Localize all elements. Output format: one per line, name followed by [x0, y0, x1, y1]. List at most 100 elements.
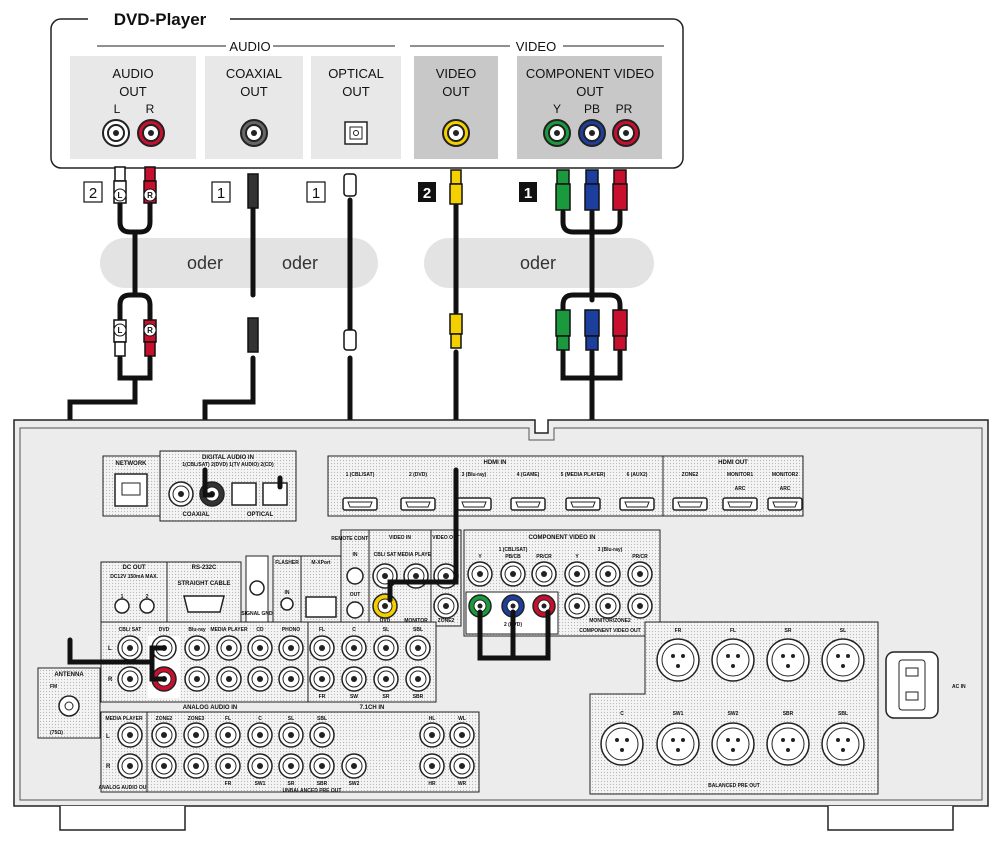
svg-text:3 (Blu-ray): 3 (Blu-ray)	[462, 472, 487, 478]
analog-out-media-l[interactable]	[117, 722, 143, 748]
svg-text:WR: WR	[458, 781, 467, 787]
hdmi-in-4[interactable]	[510, 497, 546, 511]
analog-in-cd-r[interactable]	[247, 666, 273, 692]
analog-in-media-l[interactable]	[216, 635, 242, 661]
mxport-connector[interactable]	[305, 596, 337, 618]
balanced-sw2[interactable]	[711, 722, 755, 766]
ch71-sbl-jack[interactable]	[405, 635, 431, 661]
comp-pr-label: PR	[616, 102, 633, 116]
comp-in3-y-jack[interactable]	[564, 561, 590, 587]
svg-text:STRAIGHT CABLE: STRAIGHT CABLE	[178, 581, 231, 587]
pre-zone2-l[interactable]	[151, 722, 177, 748]
oder-label-3: oder	[520, 253, 556, 273]
pre-sw1[interactable]	[247, 753, 273, 779]
analog-in-cd-l[interactable]	[247, 635, 273, 661]
dc-out-2[interactable]	[139, 598, 155, 614]
hdmi-out-monitor1[interactable]	[722, 497, 758, 511]
comp-in1-pr-jack[interactable]	[531, 561, 557, 587]
dc-out-1[interactable]	[114, 598, 130, 614]
ch71-sw-jack[interactable]	[341, 666, 367, 692]
comp-in1-pb-jack[interactable]	[500, 561, 526, 587]
balanced-sl[interactable]	[821, 638, 865, 682]
pre-zone2-r[interactable]	[151, 753, 177, 779]
ch71-sbr-jack[interactable]	[405, 666, 431, 692]
hdmi-in-1[interactable]	[342, 497, 378, 511]
comp-in2-pr-jack[interactable]	[532, 594, 556, 618]
optical-in-2-jack[interactable]	[262, 482, 288, 506]
coaxial-in-1-jack[interactable]	[168, 481, 194, 507]
ch71-in-label: 7.1CH IN	[360, 705, 385, 711]
ch71-fr-jack[interactable]	[309, 666, 335, 692]
balanced-fl[interactable]	[711, 638, 755, 682]
analog-in-cbl-l[interactable]	[117, 635, 143, 661]
analog-in-media-r[interactable]	[216, 666, 242, 692]
rs232c-port[interactable]	[183, 595, 225, 613]
comp-out-pr-jack[interactable]	[627, 593, 653, 619]
analog-in-bluray-l[interactable]	[184, 635, 210, 661]
comp-in1-y-jack[interactable]	[467, 561, 493, 587]
comp-pb-jack[interactable]	[578, 119, 606, 147]
pre-sbl[interactable]	[309, 722, 335, 748]
analog-in-phono-r[interactable]	[278, 666, 304, 692]
audio-l-jack[interactable]	[102, 119, 130, 147]
comp-out-pb-jack[interactable]	[595, 593, 621, 619]
comp-out-y-jack[interactable]	[564, 593, 590, 619]
comp-in2-pb-jack[interactable]	[501, 594, 525, 618]
ch71-c-jack[interactable]	[341, 635, 367, 661]
signal-gnd-screw[interactable]	[249, 580, 265, 596]
remote-out-jack[interactable]	[346, 601, 364, 619]
hdmi-in-5[interactable]	[565, 497, 601, 511]
fm-antenna-jack[interactable]	[58, 695, 80, 717]
svg-text:L: L	[108, 646, 112, 652]
balanced-sw1[interactable]	[656, 722, 700, 766]
comp-y-jack[interactable]	[543, 119, 571, 147]
pre-hr[interactable]	[419, 753, 445, 779]
comp-in3-pb-jack[interactable]	[595, 561, 621, 587]
hdmi-in-6[interactable]	[619, 497, 655, 511]
analog-out-media-r[interactable]	[117, 753, 143, 779]
pre-wl[interactable]	[449, 722, 475, 748]
ch71-fl-jack[interactable]	[309, 635, 335, 661]
pre-sbr[interactable]	[309, 753, 335, 779]
audio-r-jack[interactable]	[137, 119, 165, 147]
pre-zone3-r[interactable]	[183, 753, 209, 779]
ch71-sl-jack[interactable]	[373, 635, 399, 661]
pre-fr[interactable]	[215, 753, 241, 779]
comp-pr-jack[interactable]	[612, 119, 640, 147]
optical-jack[interactable]	[344, 121, 368, 145]
hdmi-in-2[interactable]	[400, 497, 436, 511]
pre-c[interactable]	[247, 722, 273, 748]
hdmi-in-3[interactable]	[456, 497, 492, 511]
comp-in3-pr-jack[interactable]	[627, 561, 653, 587]
remote-in-jack[interactable]	[346, 567, 364, 585]
network-port[interactable]	[114, 473, 148, 507]
balanced-sbr[interactable]	[766, 722, 810, 766]
receiver-rear-panel: NETWORK DIGITAL AUDIO IN 1(CBL/SAT) 2(DV…	[13, 419, 989, 831]
balanced-sbl[interactable]	[821, 722, 865, 766]
svg-text:6 (AUX2): 6 (AUX2)	[627, 472, 648, 478]
analog-in-phono-l[interactable]	[278, 635, 304, 661]
pre-wr[interactable]	[449, 753, 475, 779]
video-out-zone2-jack[interactable]	[433, 593, 459, 619]
dvd-player-panel: DVD-Player AUDIO VIDEO AUDIO OUT L R COA…	[50, 8, 684, 169]
video-in-dvd-jack[interactable]	[372, 593, 398, 619]
video-out-jack[interactable]	[442, 119, 470, 147]
balanced-c[interactable]	[600, 722, 644, 766]
pre-zone3-l[interactable]	[183, 722, 209, 748]
ch71-sr-jack[interactable]	[373, 666, 399, 692]
pre-hl[interactable]	[419, 722, 445, 748]
balanced-sr[interactable]	[766, 638, 810, 682]
svg-text:1: 1	[217, 185, 225, 202]
flasher-in-jack[interactable]	[280, 597, 294, 611]
balanced-fr[interactable]	[656, 638, 700, 682]
coaxial-jack[interactable]	[240, 119, 268, 147]
pre-fl[interactable]	[215, 722, 241, 748]
pre-sl[interactable]	[278, 722, 304, 748]
pre-sr[interactable]	[278, 753, 304, 779]
optical-in-1-jack[interactable]	[231, 482, 257, 506]
pre-sw2[interactable]	[341, 753, 367, 779]
hdmi-out-zone2[interactable]	[672, 497, 708, 511]
analog-in-cbl-r[interactable]	[117, 666, 143, 692]
hdmi-out-monitor2[interactable]	[767, 497, 803, 511]
analog-in-bluray-r[interactable]	[184, 666, 210, 692]
